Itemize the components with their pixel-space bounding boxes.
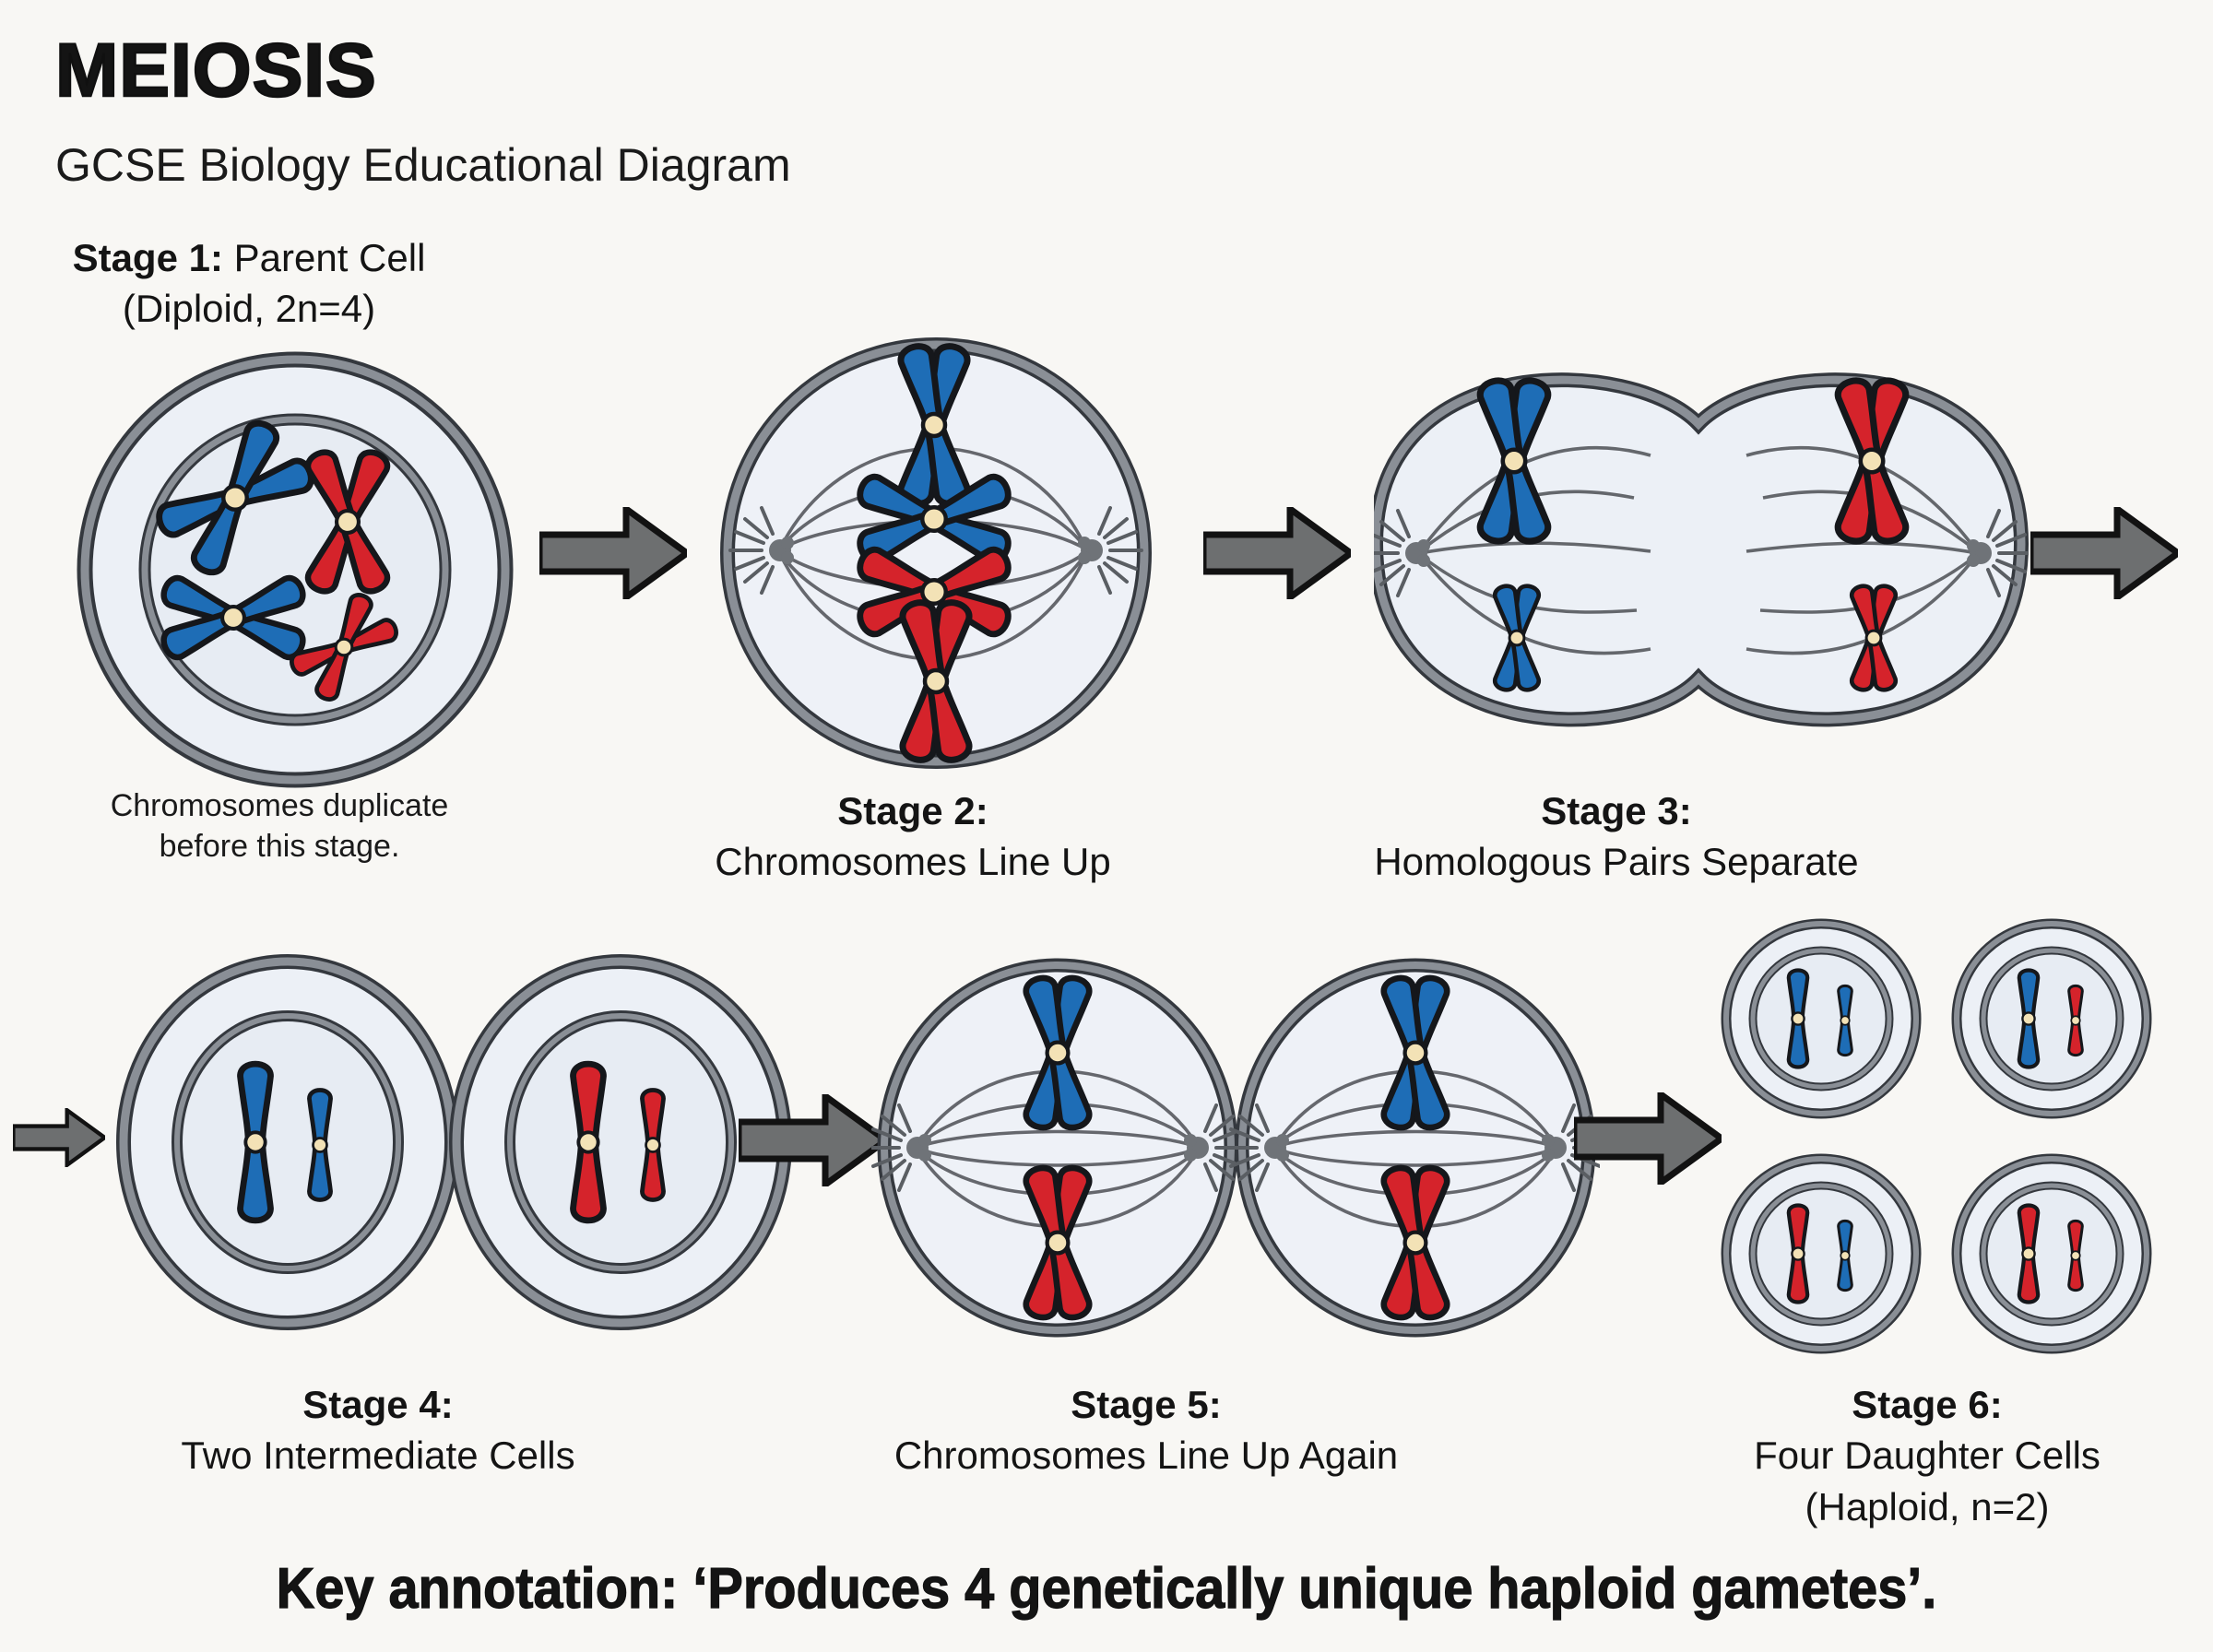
daughter-cell xyxy=(1951,918,2152,1119)
stage-5-cells-illustration xyxy=(871,958,1600,1338)
stage-3-label-line2: Homologous Pairs Separate xyxy=(1374,840,1859,884)
daughter-cell xyxy=(1721,1153,1922,1354)
stage-6-label: Stage 6: Four Daughter Cells (Haploid, n… xyxy=(1651,1379,2204,1532)
red-chromosome xyxy=(2069,1221,2083,1290)
stage-5-label: Stage 5: Chromosomes Line Up Again xyxy=(870,1379,1423,1481)
arrow-right-icon xyxy=(1574,1092,1722,1185)
red-chromosome xyxy=(574,1064,604,1221)
stage-1-caption-line2: before this stage. xyxy=(159,829,400,865)
page-subtitle: GCSE Biology Educational Diagram xyxy=(55,139,791,191)
stage-4-label-bold: Stage 4: xyxy=(302,1383,454,1426)
stage-1-label-rest: Parent Cell xyxy=(222,236,426,279)
arrow-right-icon xyxy=(539,507,687,599)
arrow-right-icon xyxy=(1203,507,1351,599)
stage-2-cell-illustration xyxy=(720,337,1152,769)
stage-5-label-bold: Stage 5: xyxy=(1071,1383,1222,1426)
stage-1-cell-illustration xyxy=(77,351,514,788)
stage-3-label-bold: Stage 3: xyxy=(1541,789,1692,832)
stage-3-label: Stage 3: Homologous Pairs Separate xyxy=(1340,785,1893,888)
cell-membrane xyxy=(1374,372,2029,727)
stage-1-caption-line1: Chromosomes duplicate xyxy=(110,788,449,823)
stage-3-cell-illustration xyxy=(1374,372,2029,727)
stage-2-label-bold: Stage 2: xyxy=(837,789,988,832)
stage-6-cells-illustration xyxy=(1721,918,2152,1354)
stage-4-label-line2: Two Intermediate Cells xyxy=(181,1434,575,1478)
stage-6-label-line2: Four Daughter Cells xyxy=(1754,1434,2101,1478)
stage-4-cells-illustration xyxy=(116,954,792,1330)
stage-1-caption: Chromosomes duplicate before this stage. xyxy=(49,785,510,867)
red-chromosome xyxy=(642,1091,663,1200)
daughter-cell xyxy=(1951,1153,2152,1354)
stage-2-label-line2: Chromosomes Line Up xyxy=(715,840,1111,884)
daughter-cell xyxy=(1721,918,1922,1119)
blue-chromosome xyxy=(1839,985,1852,1055)
key-annotation: Key annotation: ‘Produces 4 genetically … xyxy=(276,1556,1937,1621)
blue-chromosome xyxy=(241,1064,271,1221)
blue-chromosome xyxy=(2019,971,2038,1068)
red-chromosome xyxy=(1789,1206,1807,1303)
stage-2-label: Stage 2: Chromosomes Line Up xyxy=(682,785,1143,888)
stage-1-label-line2: (Diploid, 2n=4) xyxy=(122,287,376,331)
arrow-right-icon xyxy=(13,1108,105,1167)
red-chromosome xyxy=(2019,1206,2038,1303)
stage-5-label-line2: Chromosomes Line Up Again xyxy=(893,1434,1399,1478)
blue-chromosome xyxy=(1839,1221,1852,1290)
stage-4-label: Stage 4: Two Intermediate Cells xyxy=(101,1379,655,1481)
stage-1-label: Stage 1: Parent Cell (Diploid, 2n=4) xyxy=(18,232,479,335)
blue-chromosome xyxy=(1789,971,1807,1068)
stage-1-label-bold: Stage 1: xyxy=(72,236,223,279)
red-chromosome xyxy=(2069,985,2083,1055)
stage-6-label-line3: (Haploid, n=2) xyxy=(1805,1484,2050,1528)
page-title: MEIOSIS xyxy=(54,28,377,114)
stage-6-label-bold: Stage 6: xyxy=(1852,1383,2003,1426)
blue-chromosome xyxy=(309,1091,330,1200)
arrow-right-icon xyxy=(2030,507,2178,599)
arrow-right-icon xyxy=(739,1094,886,1186)
